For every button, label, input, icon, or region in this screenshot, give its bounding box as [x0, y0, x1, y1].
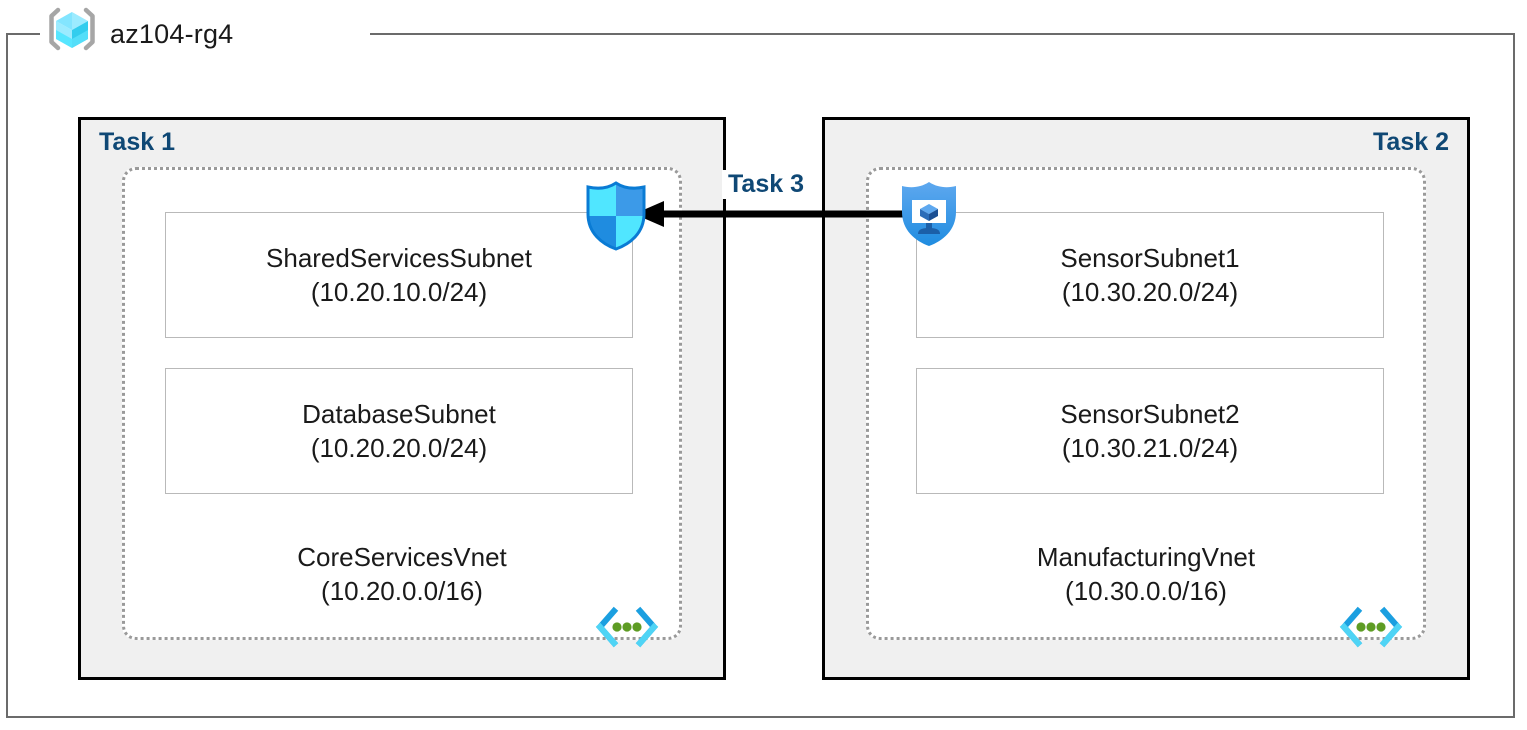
- task-3-label: Task 3: [722, 170, 810, 199]
- network-security-group-shield-icon: [583, 180, 649, 252]
- virtual-network-icon: [594, 605, 660, 649]
- vnet-cidr: (10.20.0.0/16): [321, 576, 483, 607]
- resource-group-name: az104-rg4: [110, 18, 234, 49]
- subnet-shared-services[interactable]: SharedServicesSubnet (10.20.10.0/24): [165, 212, 633, 338]
- subnet-sensor-2[interactable]: SensorSubnet2 (10.30.21.0/24): [916, 368, 1384, 494]
- subnet-sensor-1[interactable]: SensorSubnet1 (10.30.20.0/24): [916, 212, 1384, 338]
- vnet-name: CoreServicesVnet: [297, 542, 507, 572]
- virtual-network-icon: [1338, 605, 1404, 649]
- azure-bastion-shield-icon: [896, 178, 962, 250]
- resource-group-cube-icon: [44, 6, 100, 62]
- task-2-label: Task 2: [1373, 128, 1449, 156]
- resource-group-frame: [6, 33, 1515, 718]
- resource-group-title: az104-rg4: [44, 6, 242, 62]
- subnet-name: DatabaseSubnet: [302, 398, 496, 429]
- vnet-name: ManufacturingVnet: [1036, 542, 1256, 572]
- subnet-database[interactable]: DatabaseSubnet (10.20.20.0/24): [165, 368, 633, 494]
- vnet-cidr: (10.30.0.0/16): [1065, 576, 1227, 607]
- subnet-cidr: (10.30.20.0/24): [1061, 277, 1239, 307]
- vnet-core-services-caption: CoreServicesVnet (10.20.0.0/16): [122, 540, 682, 609]
- vnet-manufacturing-caption: ManufacturingVnet (10.30.0.0/16): [866, 540, 1426, 609]
- task-1-label: Task 1: [99, 128, 175, 156]
- subnet-name: SensorSubnet1: [1060, 242, 1240, 273]
- subnet-name: SensorSubnet2: [1060, 398, 1240, 429]
- peering-arrow-icon: [634, 196, 920, 232]
- subnet-cidr: (10.20.20.0/24): [310, 433, 488, 463]
- subnet-cidr: (10.20.10.0/24): [310, 277, 488, 307]
- subnet-name: SharedServicesSubnet: [266, 242, 532, 273]
- subnet-cidr: (10.30.21.0/24): [1061, 433, 1239, 463]
